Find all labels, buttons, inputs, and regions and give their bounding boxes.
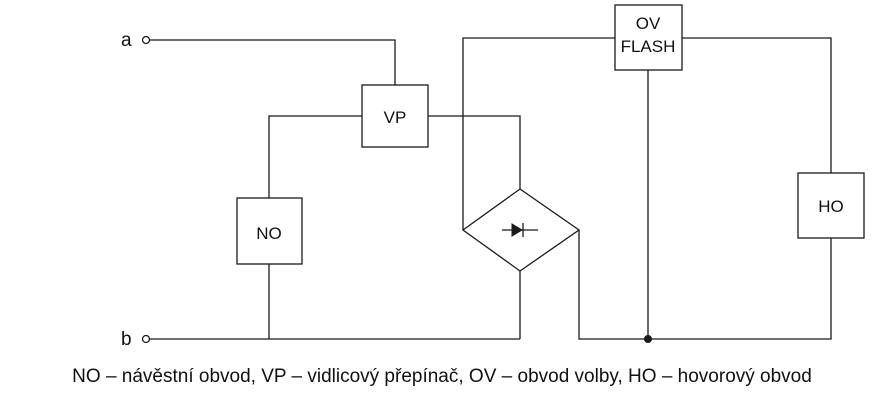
junction-dot (644, 335, 652, 343)
legend-caption: NO – návěstní obvod, VP – vidlicový přep… (72, 366, 812, 387)
block-ho: HO (797, 172, 865, 239)
terminal-a: a (121, 30, 151, 51)
block-ov-label: OV (636, 14, 661, 33)
block-no-label: NO (256, 224, 282, 243)
block-vp: VP (361, 84, 429, 148)
bridge-rectifier (461, 188, 581, 272)
diode-icon (502, 223, 538, 237)
wire-ov-to-ho (682, 37, 832, 173)
block-no: NO (236, 197, 303, 265)
block-flash-label: FLASH (621, 37, 676, 56)
block-vp-label: VP (384, 108, 407, 127)
block-ov-flash: OV FLASH (614, 4, 683, 71)
terminal-b-label: b (121, 329, 132, 350)
terminal-a-label: a (121, 30, 132, 51)
block-ho-label: HO (818, 197, 844, 216)
wire-bridge-left (462, 37, 615, 230)
terminal-b: b (121, 329, 151, 350)
wire-a-to-vp (150, 39, 396, 85)
wire-vp-to-no (268, 115, 362, 198)
circuit-diagram: VP NO OV FLASH HO a b (121, 4, 865, 350)
wires (150, 37, 832, 340)
wire-ho-return (578, 230, 832, 340)
wire-vp-to-bridge (428, 115, 521, 189)
